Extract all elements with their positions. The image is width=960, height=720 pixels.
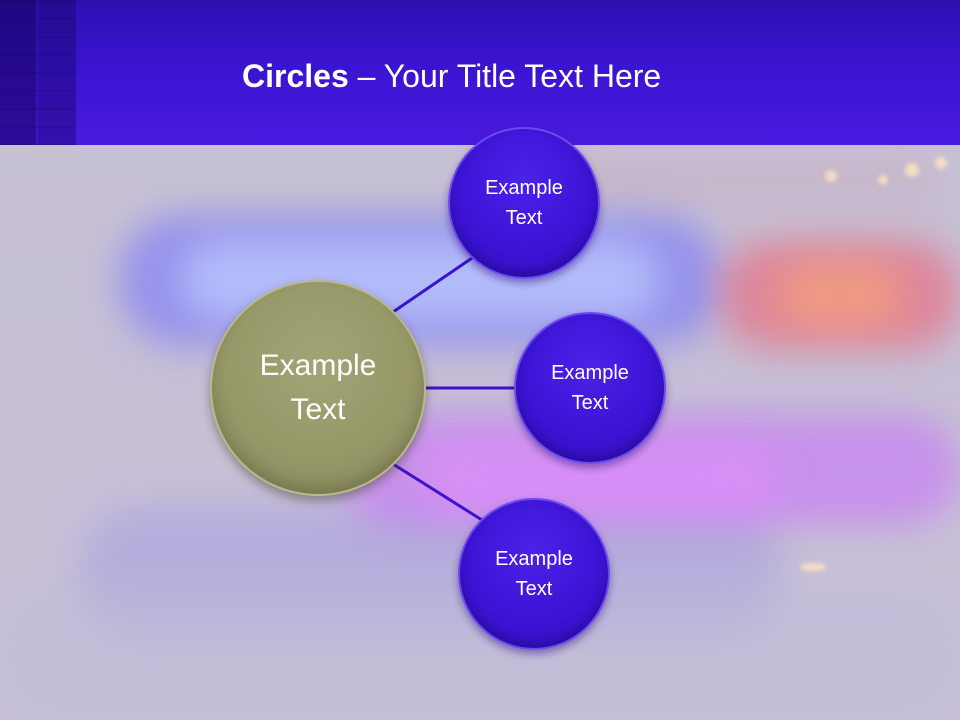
- satellite-circle-label: Example Text: [495, 548, 573, 600]
- center-circle-label: Example Text: [259, 349, 377, 426]
- center-circle[interactable]: Example Text: [210, 280, 426, 496]
- satellite-circle-label: Example Text: [485, 177, 563, 229]
- connector-bottom: [392, 462, 483, 522]
- slide-title: Circles – Your Title Text Here: [242, 52, 661, 100]
- satellite-circle-middle[interactable]: Example Text: [514, 312, 666, 464]
- title-rest: – Your Title Text Here: [348, 58, 662, 94]
- satellite-circle-label: Example Text: [551, 362, 629, 414]
- satellite-circle-top[interactable]: Example Text: [448, 127, 600, 279]
- satellite-circle-bottom[interactable]: Example Text: [458, 498, 610, 650]
- header-decoration: [0, 0, 76, 145]
- connector-top: [392, 254, 476, 314]
- title-bold: Circles: [242, 58, 349, 94]
- title-bar: Circles – Your Title Text Here: [0, 0, 960, 145]
